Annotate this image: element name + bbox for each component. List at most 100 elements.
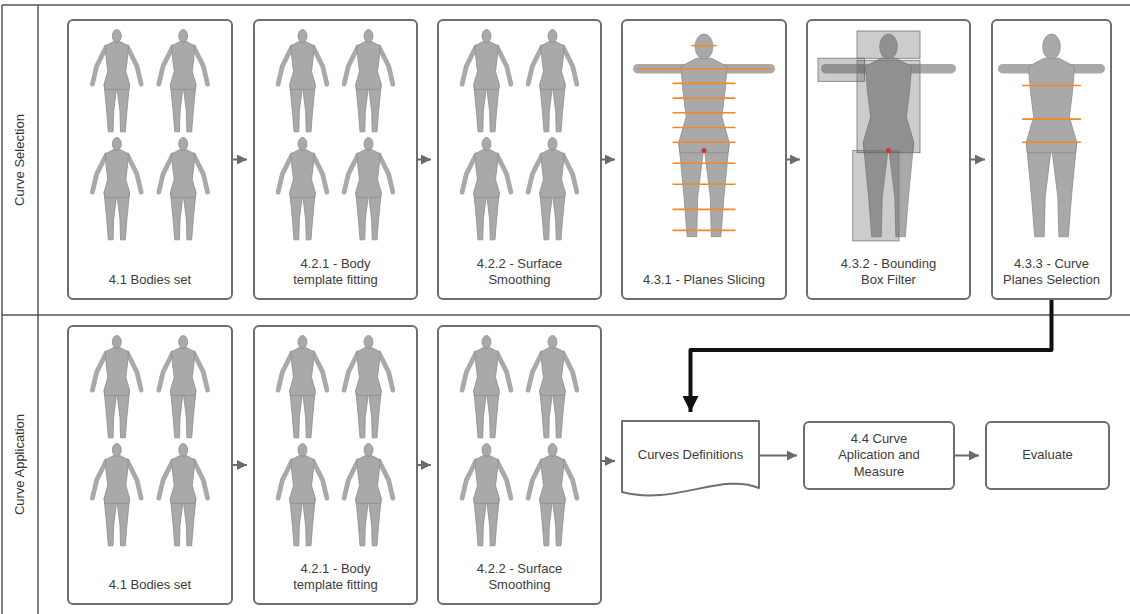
flow-arrow (787, 159, 800, 161)
leg (117, 84, 129, 132)
bounding-box (857, 31, 920, 58)
leg (487, 498, 499, 546)
arm (159, 353, 173, 390)
leg (356, 390, 368, 438)
arm (379, 461, 393, 498)
figure-group (462, 30, 577, 240)
head (548, 444, 557, 457)
step-label: Curves Definitions (638, 447, 744, 463)
head (298, 336, 307, 349)
arm (344, 47, 358, 84)
body-figure (528, 336, 577, 438)
leg (170, 498, 182, 546)
torso (679, 58, 729, 153)
body-figure (462, 444, 511, 546)
selected-planes (1022, 86, 1081, 143)
torso (290, 42, 315, 90)
torso (356, 456, 381, 504)
torso (104, 42, 129, 90)
head (112, 336, 121, 349)
leg (540, 192, 552, 240)
head (548, 30, 557, 43)
flow-arrow (955, 455, 979, 457)
body-figure (92, 444, 141, 546)
flow-arrow (418, 159, 431, 161)
leg (540, 390, 552, 438)
arm (497, 155, 511, 192)
head (482, 336, 491, 349)
body-figure (278, 30, 327, 132)
arm (127, 353, 141, 390)
body-figure (159, 444, 208, 546)
arm (159, 47, 173, 84)
leg (553, 192, 565, 240)
figure-group (278, 30, 393, 240)
torso (170, 348, 195, 396)
arm (344, 353, 358, 390)
arm (563, 461, 577, 498)
head (364, 444, 373, 457)
body-figure (92, 30, 141, 132)
arm (194, 47, 208, 84)
head (364, 138, 373, 151)
process-box: Evaluate (985, 421, 1110, 490)
leg (117, 390, 129, 438)
head (298, 444, 307, 457)
leg (303, 84, 315, 132)
arm (379, 353, 393, 390)
leg (290, 84, 302, 132)
torso (474, 456, 499, 504)
torso (290, 150, 315, 198)
arm (313, 47, 327, 84)
torso (540, 456, 565, 504)
head (179, 30, 188, 43)
leg (487, 84, 499, 132)
arm (497, 461, 511, 498)
leg (104, 84, 116, 132)
leg (290, 192, 302, 240)
leg (104, 192, 116, 240)
arm (313, 353, 327, 390)
head (364, 336, 373, 349)
step-label: 4.3.3 - Curve Planes Selection (999, 256, 1104, 289)
head (1043, 34, 1061, 59)
body-figure (344, 444, 393, 546)
plane-line (1022, 118, 1081, 120)
connectors (233, 160, 1052, 466)
origin-dot (702, 148, 707, 153)
step-label: 4.2.1 - Body template fitting (276, 256, 396, 289)
leg (170, 84, 182, 132)
leg (1026, 142, 1050, 237)
torso (170, 150, 195, 198)
step-label: 4.2.2 - Surface Smoothing (460, 256, 580, 289)
step-label: 4.3.1 - Planes Slicing (643, 272, 765, 288)
arm (159, 461, 173, 498)
arm (462, 47, 476, 84)
frame-line (2, 314, 1130, 316)
leg (184, 498, 196, 546)
plane-line (673, 83, 736, 85)
body-figure (159, 138, 208, 240)
flow-arrow (971, 159, 985, 161)
image-step-box: 4.3.3 - Curve Planes Selection (991, 19, 1112, 300)
step-label: 4.2.2 - Surface Smoothing (460, 561, 580, 594)
torso (474, 348, 499, 396)
torso (290, 456, 315, 504)
leg (474, 84, 486, 132)
flow-arrow-thick (691, 300, 1052, 412)
body-figure (462, 336, 511, 438)
leg (303, 498, 315, 546)
plane-line (691, 45, 716, 47)
head (112, 444, 121, 457)
plane-line (637, 68, 771, 70)
arm (127, 461, 141, 498)
body-figure (462, 30, 511, 132)
frame-line (1, 5, 3, 614)
frame-line (37, 5, 39, 614)
document-outline-path (622, 421, 759, 495)
leg (679, 142, 703, 237)
leg (474, 192, 486, 240)
